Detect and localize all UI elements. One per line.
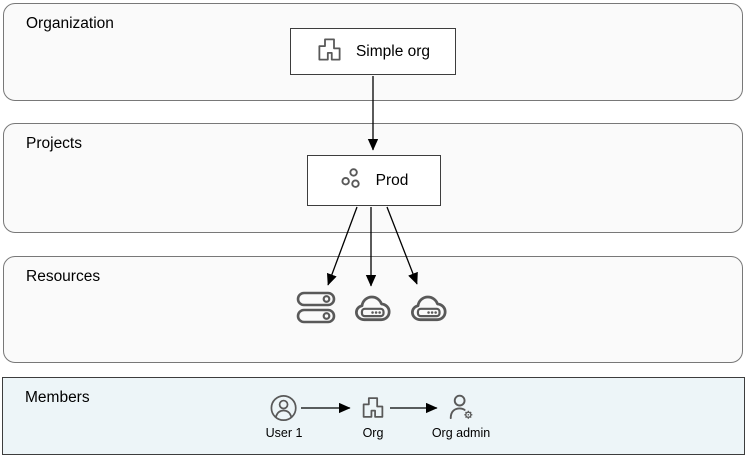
building-icon xyxy=(361,392,386,423)
organization-section-label: Organization xyxy=(26,15,114,32)
organization-node-label: Simple org xyxy=(355,42,431,60)
projects-section-label: Projects xyxy=(26,135,82,152)
cloud-service-icon xyxy=(354,292,392,328)
member-org-label: Org xyxy=(362,426,384,440)
user-gear-icon xyxy=(446,392,475,423)
member-org: Org xyxy=(361,392,386,440)
project-dots-icon xyxy=(340,167,363,195)
member-org-admin: Org admin xyxy=(432,392,490,440)
vm-server-icon xyxy=(296,291,336,329)
project-node: Prod xyxy=(307,155,441,206)
members-section: Members xyxy=(2,377,745,455)
organization-node: Simple org xyxy=(290,28,456,75)
member-org-admin-label: Org admin xyxy=(431,426,491,440)
cloud-service-icon xyxy=(410,292,448,328)
project-node-label: Prod xyxy=(375,171,409,189)
member-user-label: User 1 xyxy=(265,426,303,440)
members-section-label: Members xyxy=(25,389,90,406)
user-icon xyxy=(270,392,298,423)
resources-section-label: Resources xyxy=(26,268,101,285)
building-icon xyxy=(316,36,343,68)
member-user: User 1 xyxy=(265,392,303,440)
